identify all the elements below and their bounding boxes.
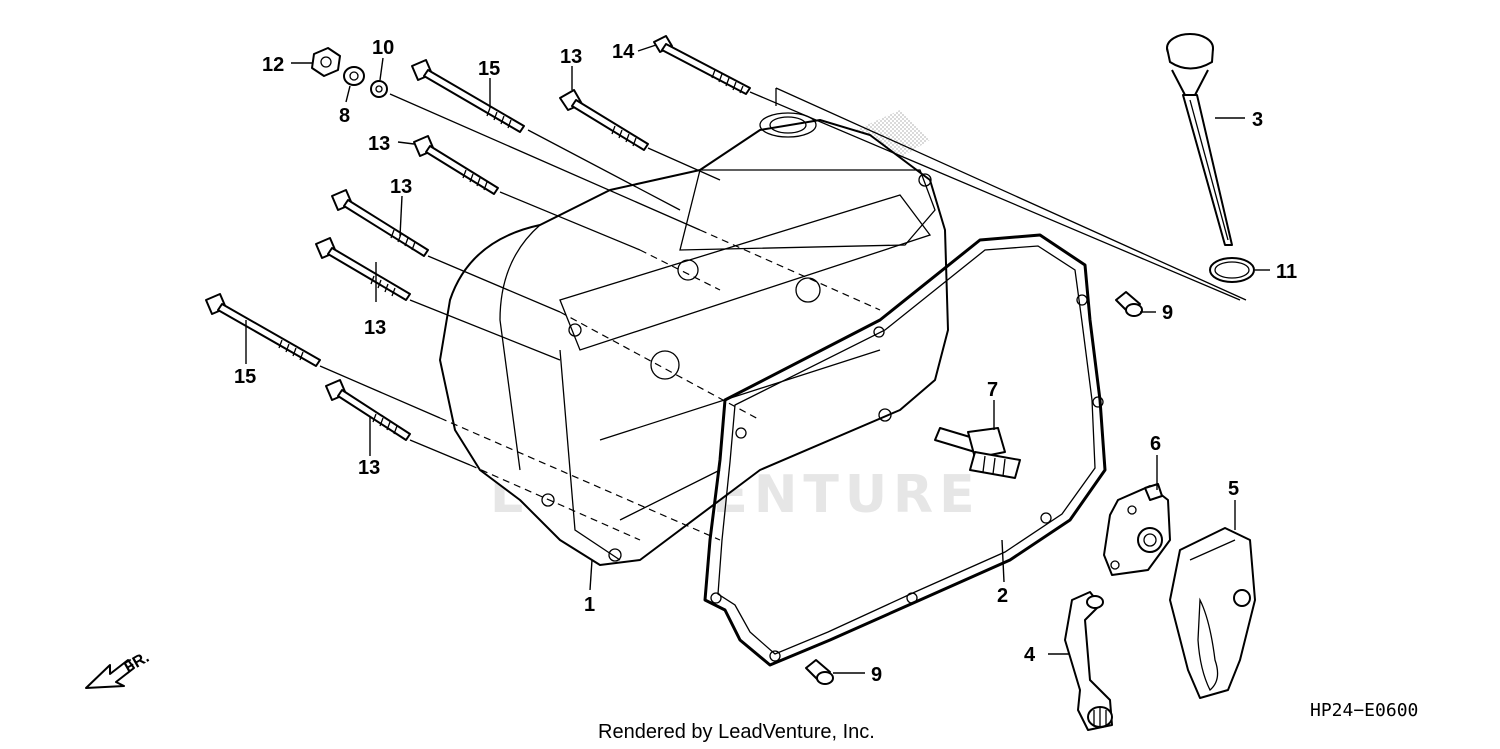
dowel-pin-part-9a[interactable] — [1115, 291, 1143, 317]
callout-12[interactable]: 12 — [262, 54, 284, 76]
bolt-part-14[interactable] — [653, 35, 751, 95]
washer-part-10[interactable] — [370, 80, 388, 98]
callout-9a[interactable]: 9 — [1162, 302, 1173, 324]
callout-9b[interactable]: 9 — [871, 664, 882, 686]
lifter-arm-part-4[interactable] — [1064, 591, 1113, 731]
gasket-part-2[interactable] — [703, 233, 1107, 667]
nut-part-12[interactable] — [311, 47, 341, 77]
diagram-code: HP24−E0600 — [1310, 700, 1418, 721]
callout-3[interactable]: 3 — [1252, 109, 1263, 131]
callout-13a[interactable]: 13 — [560, 46, 582, 68]
callout-14[interactable]: 14 — [612, 41, 635, 63]
assembly-lines — [319, 87, 1247, 541]
callout-1[interactable]: 1 — [584, 594, 595, 616]
bolt-part-13e[interactable] — [325, 379, 411, 441]
bolt-part-13c[interactable] — [331, 189, 429, 257]
washer-part-8[interactable] — [343, 66, 365, 86]
bolt-part-15b[interactable] — [205, 293, 321, 367]
callout-8[interactable]: 8 — [339, 105, 350, 127]
callout-13d[interactable]: 13 — [364, 317, 386, 339]
callout-15b[interactable]: 15 — [234, 366, 256, 388]
callout-4[interactable]: 4 — [1024, 644, 1036, 666]
callout-leaders — [245, 44, 1270, 674]
bolt-part-13a[interactable] — [559, 89, 649, 151]
o-ring-part-11[interactable] — [1209, 257, 1255, 283]
callout-11[interactable]: 11 — [1276, 261, 1297, 283]
callout-10[interactable]: 10 — [372, 37, 394, 59]
callout-13c[interactable]: 13 — [390, 176, 412, 198]
callout-13b[interactable]: 13 — [368, 133, 390, 155]
rendered-by-footer: Rendered by LeadVenture, Inc. — [598, 721, 875, 743]
lifter-cover-part-5[interactable] — [1169, 527, 1256, 699]
callout-13e[interactable]: 13 — [358, 457, 380, 479]
front-direction-arrow-icon: FR. — [85, 649, 152, 689]
bolt-part-13d[interactable] — [315, 237, 411, 301]
oil-dipstick-part-3[interactable] — [1166, 33, 1233, 246]
dowel-pin-part-9b[interactable] — [805, 659, 834, 685]
callout-2[interactable]: 2 — [997, 585, 1008, 607]
callout-5[interactable]: 5 — [1228, 478, 1239, 500]
bolt-part-15a[interactable] — [411, 59, 525, 133]
pin-bolt-part-7[interactable] — [934, 427, 1021, 479]
bolt-part-13b[interactable] — [413, 135, 499, 195]
callout-15a[interactable]: 15 — [478, 58, 500, 80]
holder-plate-part-6[interactable] — [1103, 483, 1171, 576]
callout-7[interactable]: 7 — [987, 379, 998, 401]
callout-6[interactable]: 6 — [1150, 433, 1161, 455]
crankcase-cover-part-1[interactable] — [439, 112, 949, 566]
